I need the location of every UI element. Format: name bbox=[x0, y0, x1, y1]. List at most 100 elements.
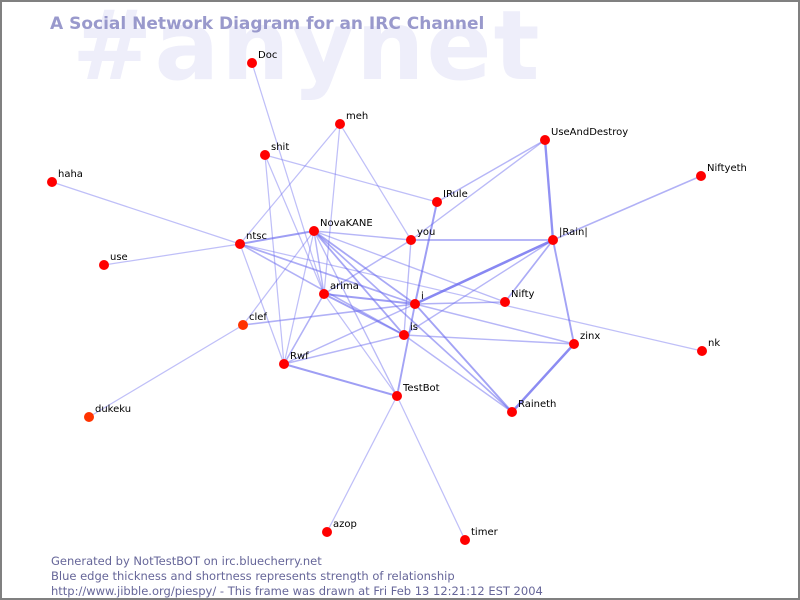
node-dot bbox=[410, 299, 420, 309]
edge-novakane-testbot bbox=[313, 230, 398, 397]
node-label: ntsc bbox=[246, 231, 267, 242]
node-arima: arima bbox=[319, 281, 359, 299]
node-dot bbox=[569, 339, 579, 349]
footer-generated-by: Generated by NotTestBOT on irc.bluecherr… bbox=[51, 554, 322, 568]
node-label: clef bbox=[249, 312, 267, 323]
edge-meh-arima bbox=[323, 123, 341, 295]
edge-testbot-timer bbox=[396, 395, 466, 541]
edge-useanddestroy-rain bbox=[543, 138, 555, 242]
node-dot bbox=[322, 527, 332, 537]
node-label: azop bbox=[333, 519, 357, 530]
edge-novakane-raineth bbox=[313, 230, 513, 413]
edge-novakane-nifty bbox=[313, 230, 506, 303]
node-label: Niftyeth bbox=[707, 163, 747, 174]
node-is: is bbox=[399, 322, 418, 340]
node-clef: clef bbox=[238, 312, 267, 330]
node-dot bbox=[432, 197, 442, 207]
edges-layer bbox=[51, 62, 703, 541]
node-label: NovaKANE bbox=[320, 218, 373, 229]
node-label: Doc bbox=[258, 50, 277, 61]
edge-haha-ntsc bbox=[51, 181, 241, 245]
node-label: dukeku bbox=[95, 404, 131, 415]
node-label: Nifty bbox=[511, 289, 535, 300]
node-useanddestroy: UseAndDestroy bbox=[540, 127, 628, 145]
edge-i-clef bbox=[242, 303, 416, 326]
node-dot bbox=[392, 391, 402, 401]
edge-rain-nifty bbox=[504, 239, 554, 303]
edge-shit-rwf bbox=[264, 154, 285, 365]
node-label: meh bbox=[346, 111, 368, 122]
node-timer: timer bbox=[460, 527, 499, 545]
node-azop: azop bbox=[322, 519, 357, 537]
edge-arima-testbot bbox=[323, 293, 398, 397]
diagram-title: A Social Network Diagram for an IRC Chan… bbox=[50, 14, 485, 34]
edge-novakane-is bbox=[313, 230, 405, 336]
node-shit: shit bbox=[260, 142, 289, 160]
node-raineth: Raineth bbox=[507, 399, 556, 417]
node-irule: IRule bbox=[432, 189, 468, 207]
edge-useanddestroy-irule bbox=[436, 139, 546, 203]
node-label: IRule bbox=[443, 189, 468, 200]
edge-is-rwf bbox=[283, 334, 405, 365]
edge-arima-i bbox=[322, 292, 417, 306]
node-rain: |Rain| bbox=[548, 227, 588, 245]
edge-arima-is bbox=[323, 293, 405, 336]
edge-meh-you bbox=[339, 123, 412, 241]
node-label: shit bbox=[271, 142, 289, 153]
edge-rain-zinx bbox=[552, 239, 575, 345]
node-i: i bbox=[410, 291, 424, 309]
node-dot bbox=[309, 226, 319, 236]
node-dot bbox=[84, 412, 94, 422]
edge-niftyeth-rain bbox=[552, 175, 702, 241]
edge-i-zinx bbox=[414, 303, 575, 345]
edge-clef-dukeku bbox=[88, 324, 244, 418]
node-dot bbox=[460, 535, 470, 545]
edge-i-nifty bbox=[414, 301, 506, 305]
node-dot bbox=[500, 297, 510, 307]
edge-shit-arima bbox=[264, 154, 325, 295]
edge-irule-i bbox=[413, 200, 439, 306]
node-dot bbox=[235, 239, 245, 249]
node-you: you bbox=[406, 227, 435, 245]
node-use: use bbox=[99, 252, 128, 270]
node-label: is bbox=[410, 322, 418, 333]
nodes-layer: Doc meh shit haha UseAndDestroyNiftyethIRule… bbox=[47, 50, 747, 545]
node-dot bbox=[399, 330, 409, 340]
edge-novakane-rwf bbox=[283, 230, 315, 365]
node-label: nk bbox=[708, 338, 720, 349]
node-ntsc: ntsc bbox=[235, 231, 267, 249]
node-label: Rwf bbox=[290, 351, 309, 362]
node-novakane: NovaKANE bbox=[309, 218, 373, 236]
node-dot bbox=[507, 407, 517, 417]
node-dot bbox=[99, 260, 109, 270]
edge-ntsc-nk bbox=[239, 243, 703, 352]
node-label: Raineth bbox=[518, 399, 556, 410]
node-zinx: zinx bbox=[569, 331, 600, 349]
node-label: you bbox=[417, 227, 435, 238]
node-doc: Doc bbox=[247, 50, 277, 68]
node-dot bbox=[319, 289, 329, 299]
node-rwf: Rwf bbox=[279, 351, 309, 369]
node-nk: nk bbox=[697, 338, 720, 356]
edge-ntsc-i bbox=[239, 243, 416, 305]
node-dot bbox=[540, 135, 550, 145]
edge-novakane-clef bbox=[242, 230, 315, 326]
edge-ntsc-novakane bbox=[238, 229, 316, 246]
edge-you-arima bbox=[323, 239, 412, 295]
channel-watermark: #anynet bbox=[72, 0, 542, 102]
node-testbot: TestBot bbox=[392, 383, 440, 401]
footer-info: Generated by NotTestBOT on irc.bluecherr… bbox=[51, 554, 543, 598]
edge-i-testbot bbox=[396, 303, 416, 397]
edge-arima-rwf bbox=[283, 293, 325, 365]
node-label: haha bbox=[58, 169, 83, 180]
edge-testbot-azop bbox=[326, 395, 398, 533]
node-label: |Rain| bbox=[559, 227, 588, 238]
footer-url-timestamp: http://www.jibble.org/piespy/ - This fra… bbox=[51, 584, 543, 598]
node-label: use bbox=[110, 252, 128, 263]
edge-ntsc-rwf bbox=[239, 243, 285, 365]
node-dot bbox=[247, 58, 257, 68]
node-dot bbox=[696, 171, 706, 181]
node-nifty: Nifty bbox=[500, 289, 535, 307]
